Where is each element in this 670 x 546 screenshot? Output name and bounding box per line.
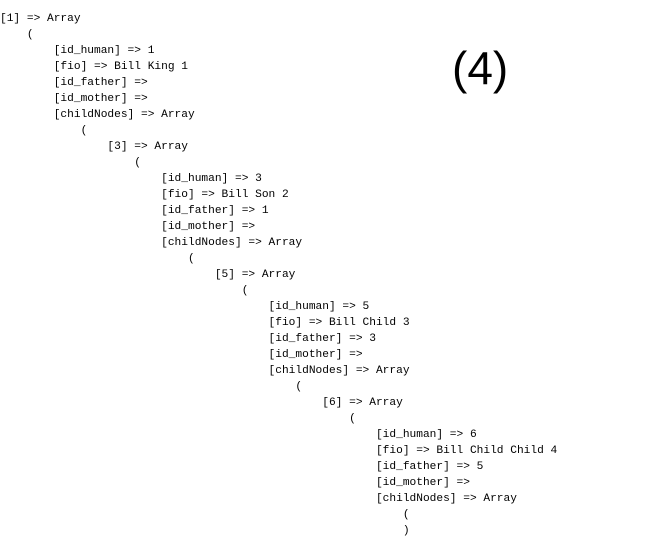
dump-line: [fio] => Bill King 1 [0, 61, 188, 73]
dump-line: [id_father] => 5 [0, 461, 484, 473]
figure-number-label: (4) [452, 42, 509, 94]
dump-line: [childNodes] => Array [0, 109, 195, 121]
dump-line: ( [0, 125, 88, 137]
dump-line: [1] => Array [0, 13, 81, 25]
dump-line: ( [0, 253, 195, 265]
dump-line: [id_father] => [0, 77, 148, 89]
dump-line: ( [0, 285, 249, 297]
dump-line: ( [0, 29, 34, 41]
dump-line: [childNodes] => Array [0, 365, 410, 377]
array-dump-output: [1] => Array ( [id_human] => 1 [fio] => … [0, 11, 557, 539]
dump-line: [id_human] => 3 [0, 173, 262, 185]
dump-line: [fio] => Bill Child Child 4 [0, 445, 558, 457]
dump-line: ( [0, 381, 303, 393]
dump-line: [id_mother] => [0, 93, 148, 105]
dump-line: [id_mother] => [0, 221, 256, 233]
dump-line: [fio] => Bill Son 2 [0, 189, 289, 201]
dump-line: [id_father] => 1 [0, 205, 269, 217]
dump-line: [id_mother] => [0, 349, 363, 361]
dump-line: [5] => Array [0, 269, 296, 281]
dump-line: [id_human] => 5 [0, 301, 370, 313]
dump-line: ( [0, 509, 410, 521]
dump-line: ( [0, 413, 356, 425]
dump-line: ( [0, 157, 141, 169]
dump-line: [id_mother] => [0, 477, 470, 489]
dump-line: [id_human] => 6 [0, 429, 477, 441]
dump-line: ) [0, 525, 410, 537]
dump-line: [id_father] => 3 [0, 333, 376, 345]
dump-line: [childNodes] => Array [0, 237, 303, 249]
dump-line: [id_human] => 1 [0, 45, 155, 57]
dump-line: [6] => Array [0, 397, 403, 409]
dump-line: [3] => Array [0, 141, 188, 153]
dump-line: [fio] => Bill Child 3 [0, 317, 410, 329]
dump-line: [childNodes] => Array [0, 493, 517, 505]
